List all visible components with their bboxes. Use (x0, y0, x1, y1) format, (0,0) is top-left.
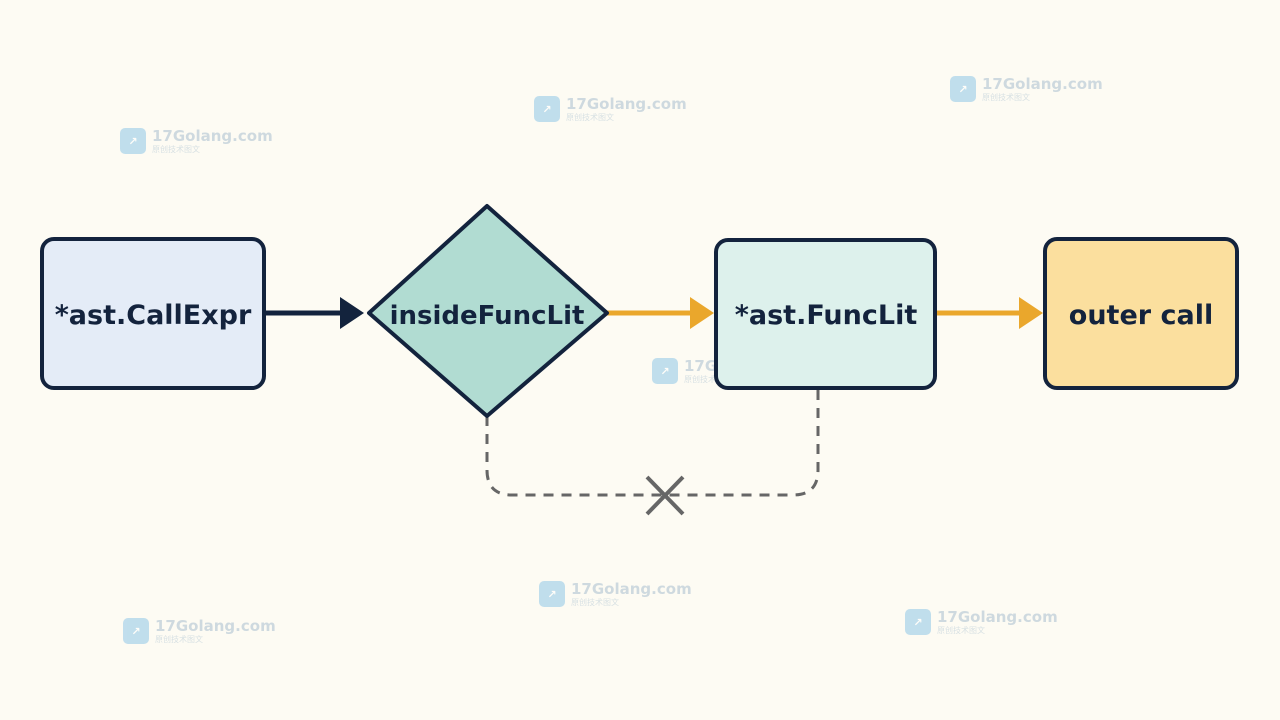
chart-logo-icon: ↗ (534, 96, 560, 122)
watermark-site: 17Golang.com (982, 75, 1103, 93)
node-outer-call-box (1043, 237, 1239, 390)
chart-logo-icon: ↗ (950, 76, 976, 102)
cross-icon (645, 475, 685, 516)
watermark: ↗ 17Golang.com 原创技术图文 (950, 76, 1103, 103)
arrowhead-icon (1019, 297, 1043, 329)
watermark-site: 17Golang.com (155, 617, 276, 635)
node-inside-func-lit: insideFuncLit (367, 204, 609, 418)
watermark-sub: 原创技术图文 (566, 113, 614, 122)
edge-blocked-dashed (485, 390, 820, 516)
edge-insidefunclit-to-funclit (607, 297, 714, 329)
watermark-sub: 原创技术图文 (155, 635, 203, 644)
arrowhead-icon (340, 297, 364, 329)
chart-logo-icon: ↗ (120, 128, 146, 154)
watermark-sub: 原创技术图文 (937, 626, 985, 635)
node-func-lit-label: *ast.FuncLit (735, 300, 918, 331)
chart-logo-icon: ↗ (652, 358, 678, 384)
chart-logo-icon: ↗ (539, 581, 565, 607)
watermark: ↗ 17Golang.com 原创技术图文 (539, 581, 692, 608)
chart-logo-icon: ↗ (123, 618, 149, 644)
watermark-site: 17Golang.com (937, 608, 1058, 626)
node-inside-func-lit-diamond (367, 204, 609, 418)
watermark-sub: 原创技术图文 (571, 598, 619, 607)
watermark-site: 17Golang.com (566, 95, 687, 113)
edge-funclit-to-outercall (936, 297, 1043, 329)
chart-logo-icon: ↗ (905, 609, 931, 635)
watermark-site: 17Golang.com (571, 580, 692, 598)
watermark-site: 17Golang.com (152, 127, 273, 145)
edge-callexpr-to-insidefunclit (264, 297, 364, 329)
node-outer-call: outer call (1043, 237, 1239, 390)
node-call-expr-box (40, 237, 266, 390)
node-call-expr-label: *ast.CallExpr (55, 300, 252, 331)
watermark-sub: 原创技术图文 (982, 93, 1030, 102)
node-call-expr: *ast.CallExpr (40, 237, 266, 390)
dashed-path (485, 390, 820, 497)
watermark: ↗ 17Golang.com 原创技术图文 (534, 96, 687, 123)
node-outer-call-label: outer call (1069, 300, 1213, 331)
watermark: ↗ 17Golang.com 原创技术图文 (905, 609, 1058, 636)
watermark: ↗ 17Golang.com 原创技术图文 (123, 618, 276, 645)
watermark-sub: 原创技术图文 (152, 145, 200, 154)
node-func-lit: *ast.FuncLit (714, 238, 937, 390)
node-func-lit-box (714, 238, 937, 390)
arrowhead-icon (690, 297, 714, 329)
watermark: ↗ 17Golang.com 原创技术图文 (120, 128, 273, 155)
node-inside-func-lit-label: insideFuncLit (390, 301, 585, 331)
watermark-sub: 原创技术图文 (684, 375, 732, 384)
